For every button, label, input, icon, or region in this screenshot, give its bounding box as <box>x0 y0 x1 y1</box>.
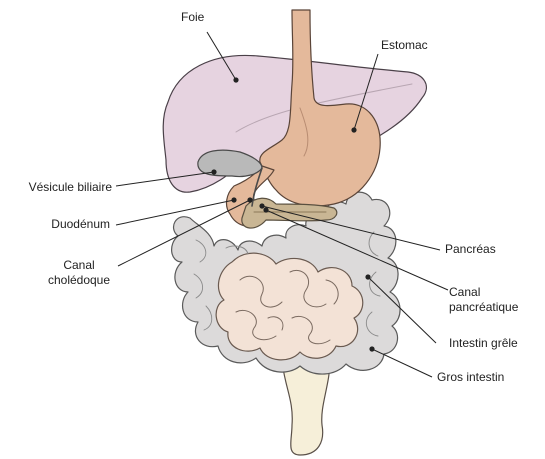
label-gros-intestin: Gros intestin <box>437 370 504 385</box>
leader-gros-intestin <box>372 349 432 377</box>
label-vesicule-biliaire: Vésicule biliaire <box>29 180 112 195</box>
dot-foie <box>233 77 238 82</box>
small-intestine <box>216 253 363 360</box>
label-canal-pancreatique-line1: Canal <box>449 285 518 300</box>
label-duodenum: Duodénum <box>51 217 110 232</box>
dot-canal-pancreatique <box>263 207 268 212</box>
dot-gros-intestin <box>369 346 374 351</box>
label-canal-pancreatique: Canal pancréatique <box>449 285 518 315</box>
dot-intestin-grele <box>365 274 370 279</box>
label-foie: Foie <box>181 10 204 25</box>
label-canal-choledoque-line1: Canal <box>40 258 118 273</box>
dot-pancreas <box>259 203 264 208</box>
dot-estomac <box>351 127 356 132</box>
dot-duodenum <box>231 197 236 202</box>
label-canal-pancreatique-line2: pancréatique <box>449 300 518 315</box>
dot-canal-choledoque <box>247 197 252 202</box>
label-intestin-grele: Intestin grêle <box>449 336 518 351</box>
dot-vesicule <box>211 169 216 174</box>
label-estomac: Estomac <box>381 38 428 53</box>
label-pancreas: Pancréas <box>445 242 496 257</box>
label-canal-choledoque-line2: cholédoque <box>40 273 118 288</box>
label-canal-choledoque: Canal cholédoque <box>40 258 118 288</box>
